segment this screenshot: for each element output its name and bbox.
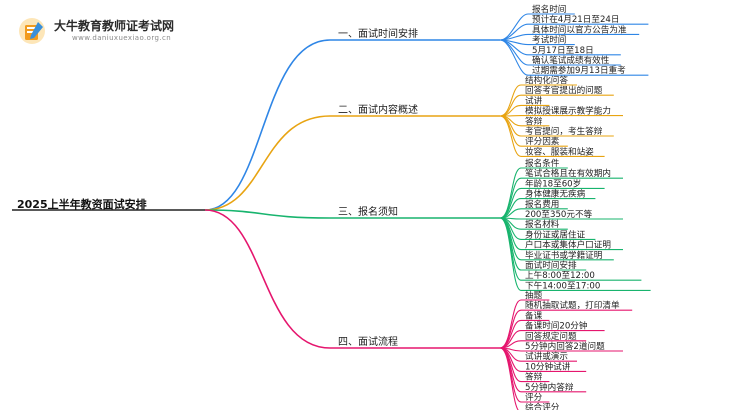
leaf-connector [499,33,529,41]
leaf-label: 回答规定问题 [525,330,577,342]
branch-connector [204,39,331,211]
site-name: 大牛教育教师证考试网 [54,19,175,33]
branch-label: 四、面试流程 [338,335,398,348]
leaf-label: 综合评分 [525,401,560,410]
root-node-label: 2025上半年教资面试安排 [17,197,147,211]
leaf-label: 预计在4月21日至24日 [532,13,620,25]
leaf-connector [499,39,529,76]
leaf-label: 结构化问答 [525,74,568,86]
leaf-label: 答辩 [525,115,543,127]
branch-label: 一、面试时间安排 [338,27,418,40]
leaf-label: 报名条件 [525,157,560,169]
leaf-label: 年龄18至60岁 [525,177,581,189]
leaf-label: 5分钟内答辩 [525,381,574,393]
leaf-label: 过期需参加9月13日重考 [532,64,626,76]
leaf-connector [499,13,529,41]
leaf-label: 考试时间 [532,34,566,46]
leaf-label: 模拟授课展示教学能力 [525,105,611,117]
branch-connector [204,209,331,219]
leaf-label: 身份证或居住证 [525,228,586,240]
branch-connector [204,115,331,211]
leaf-label: 10分钟试讲 [525,360,571,372]
site-logo: 大牛教育教师证考试网 www.daniuxuexiao.org.cn [14,14,234,48]
leaf-label: 报名时间 [532,3,566,15]
leaf-label: 上午8:00至12:00 [525,269,595,281]
leaf-label: 具体时间以官方公告为准 [532,23,627,35]
leaf-connector [499,347,519,410]
leaf-label: 试讲或演示 [525,350,568,362]
leaf-connector [499,319,522,349]
leaf-label: 笔试合格且在有效期内 [525,167,611,179]
leaf-label: 评分 [525,392,543,403]
branch-connector [204,209,331,349]
leaf-label: 评分因素 [525,135,560,147]
leaf-label: 考官提问，考生答辩 [525,125,603,137]
leaf-connector [499,115,522,157]
leaf-label: 户口本或集体户口证明 [525,239,611,251]
leaf-label: 回答考官提出的问题 [525,84,603,96]
leaf-connector [499,217,522,291]
branch-label: 二、面试内容概述 [338,103,418,116]
leaf-label: 报名材料 [525,218,560,230]
leaf-label: 妆容、服装和站姿 [525,145,594,157]
leaf-label: 身体健康无疾病 [525,188,586,200]
leaf-label: 随机抽取试题，打印清单 [525,299,620,311]
leaf-label: 5月17日至18日 [532,45,594,56]
leaf-label: 面试时间安排 [525,259,577,271]
leaf-label: 毕业证书或学籍证明 [525,249,602,261]
leaf-label: 备课时间20分钟 [525,320,588,332]
leaf-label: 报名费用 [525,198,559,210]
site-url: www.daniuxuexiao.org.cn [72,34,172,42]
pencil-book-icon [19,18,45,44]
leaf-label: 答辩 [525,371,543,383]
branch-label: 三、报名须知 [338,205,398,218]
leaf-label: 确认笔试成绩有效性 [532,54,610,66]
leaf-label: 5分钟内回答2道问题 [525,340,605,352]
leaf-label: 抽题 [525,289,543,301]
leaf-label: 下午14:00至17:00 [525,279,600,291]
leaf-label: 试讲 [525,94,543,106]
leaf-label: 200至350元不等 [525,208,593,220]
leaf-label: 备课 [525,309,543,321]
